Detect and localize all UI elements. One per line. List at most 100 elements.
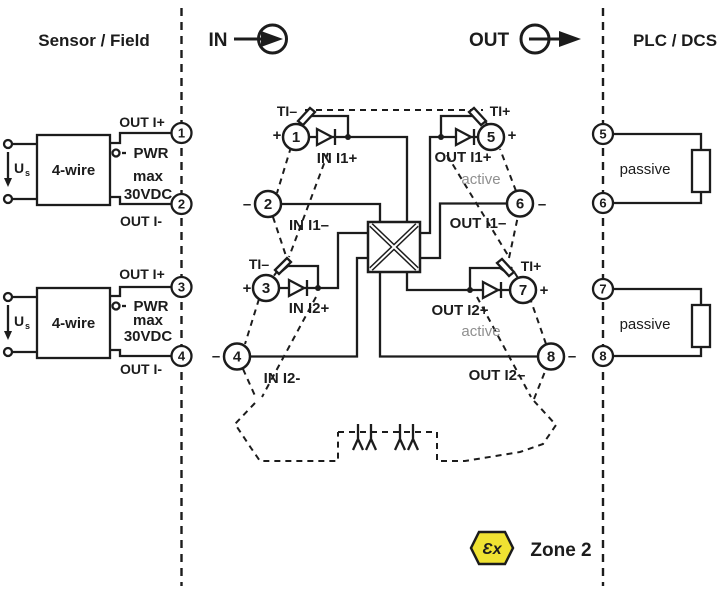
four-wire-device-box xyxy=(35,133,112,207)
wire xyxy=(405,272,510,292)
terminal-4-field xyxy=(170,344,193,368)
test-plug-icon xyxy=(495,257,516,278)
passive-label: passive xyxy=(620,316,671,333)
wire xyxy=(309,135,409,222)
terminal-1-field xyxy=(170,121,193,145)
terminal-7-plc xyxy=(591,277,615,301)
supply-voltage-subscript: s xyxy=(25,321,30,331)
supply-arrow-icon xyxy=(4,305,12,340)
junction-dot xyxy=(315,285,321,291)
voltage-label: 30VDC xyxy=(124,186,173,203)
wire xyxy=(110,131,172,145)
passive-label: passive xyxy=(620,161,671,178)
terminal-7-module xyxy=(508,275,538,305)
voltage-label: 30VDC xyxy=(124,328,173,345)
terminal-3-module xyxy=(251,273,281,303)
terminal-number: 5 xyxy=(487,129,495,146)
terminal-3-field xyxy=(170,275,193,299)
out-i-plus-label: OUT I+ xyxy=(119,266,165,282)
isolation-transformer-icon xyxy=(366,220,422,274)
max-label: max xyxy=(133,168,164,185)
supply-terminal-circle xyxy=(2,346,14,358)
terminal-5-plc xyxy=(591,122,615,146)
test-plug-icon xyxy=(467,106,488,127)
terminal-number: 2 xyxy=(178,197,185,212)
wire xyxy=(613,287,703,305)
polarity-sign: – xyxy=(212,348,220,365)
wire xyxy=(420,135,478,235)
wire xyxy=(110,195,172,206)
pwr-indicator-icon xyxy=(111,301,121,311)
wire xyxy=(110,348,172,358)
wire xyxy=(613,347,703,358)
module-outline-dashed xyxy=(233,109,558,462)
ex-glyph: Ɛx xyxy=(482,541,502,558)
wire xyxy=(250,256,368,358)
test-plug-icon xyxy=(273,256,293,276)
pwr-indicator-icon xyxy=(111,148,121,158)
ti-label: TI+ xyxy=(490,103,511,119)
in-direction-icon xyxy=(234,23,288,55)
plc-dcs-header: PLC / DCS xyxy=(633,31,717,50)
terminal-number: 3 xyxy=(178,280,185,295)
terminal-4-module xyxy=(222,342,252,371)
out-i-plus-label: OUT I+ xyxy=(119,114,165,130)
wire xyxy=(613,132,703,150)
out-direction-icon xyxy=(519,23,581,55)
active-label: active xyxy=(461,323,500,340)
diode-icon xyxy=(454,127,476,147)
polarity-sign: – xyxy=(243,196,251,213)
supply-arrow-icon xyxy=(4,152,12,187)
ex-hazard-icon: Ɛx xyxy=(469,530,515,566)
field-unit-2: U s 4-wire OUT I+ PWR max 30VDC OUT I- 3… xyxy=(2,266,193,377)
terminal-number: 1 xyxy=(178,126,185,141)
bus-connector-icon xyxy=(351,424,420,451)
junction-dot xyxy=(467,287,473,293)
supply-voltage-label: U xyxy=(14,160,24,176)
supply-terminal-circle xyxy=(2,291,14,303)
ti-label: TI+ xyxy=(521,258,542,274)
terminal-number: 8 xyxy=(547,349,555,366)
junction-dot xyxy=(438,134,444,140)
active-label: active xyxy=(461,171,500,188)
terminal-6-module xyxy=(505,189,535,218)
polarity-sign: + xyxy=(540,282,549,299)
terminal-number: 4 xyxy=(233,349,242,366)
terminal-number: 7 xyxy=(519,282,527,299)
test-plug-icon xyxy=(296,106,317,127)
terminal-2-field xyxy=(170,192,193,216)
supply-terminal-circle xyxy=(2,193,14,205)
load-resistor xyxy=(690,303,712,349)
terminal-8-module xyxy=(536,342,566,371)
out-label: OUT xyxy=(469,30,510,51)
out-i-minus-label: OUT I- xyxy=(120,213,162,229)
supply-voltage-label: U xyxy=(14,313,24,329)
terminal-number: 3 xyxy=(262,280,270,297)
wire xyxy=(279,231,368,290)
terminal-number: 2 xyxy=(264,196,272,213)
pwr-label: PWR xyxy=(134,298,169,315)
max-label: max xyxy=(133,312,164,329)
field-unit-1: U s 4-wire OUT I+ PWR max 30VDC OUT I- 1… xyxy=(2,114,193,229)
terminal-number: 6 xyxy=(516,196,524,213)
in-i2-minus-label: IN I2- xyxy=(264,370,301,387)
in-i1-minus-label: IN I1– xyxy=(289,217,329,234)
terminal-5-module xyxy=(476,122,506,152)
load-resistor xyxy=(690,148,712,194)
terminal-number: 8 xyxy=(599,349,606,364)
device-label: 4-wire xyxy=(52,162,95,179)
plc-unit-2: passive 7 8 xyxy=(591,277,712,368)
module-circuit: 1 2 3 4 5 6 7 8 + – + – + – + – TI– TI+ … xyxy=(212,103,576,387)
terminal-6-plc xyxy=(591,191,615,215)
device-label: 4-wire xyxy=(52,315,95,332)
in-label: IN xyxy=(209,30,228,51)
supply-terminal-circle xyxy=(2,138,14,150)
wire xyxy=(613,192,703,205)
ex-hexagon xyxy=(469,530,515,566)
wire xyxy=(420,202,507,260)
ti-label: TI– xyxy=(277,103,297,119)
wire xyxy=(378,272,538,358)
polarity-sign: + xyxy=(273,127,282,144)
in-i2-plus-label: IN I2+ xyxy=(289,300,330,317)
